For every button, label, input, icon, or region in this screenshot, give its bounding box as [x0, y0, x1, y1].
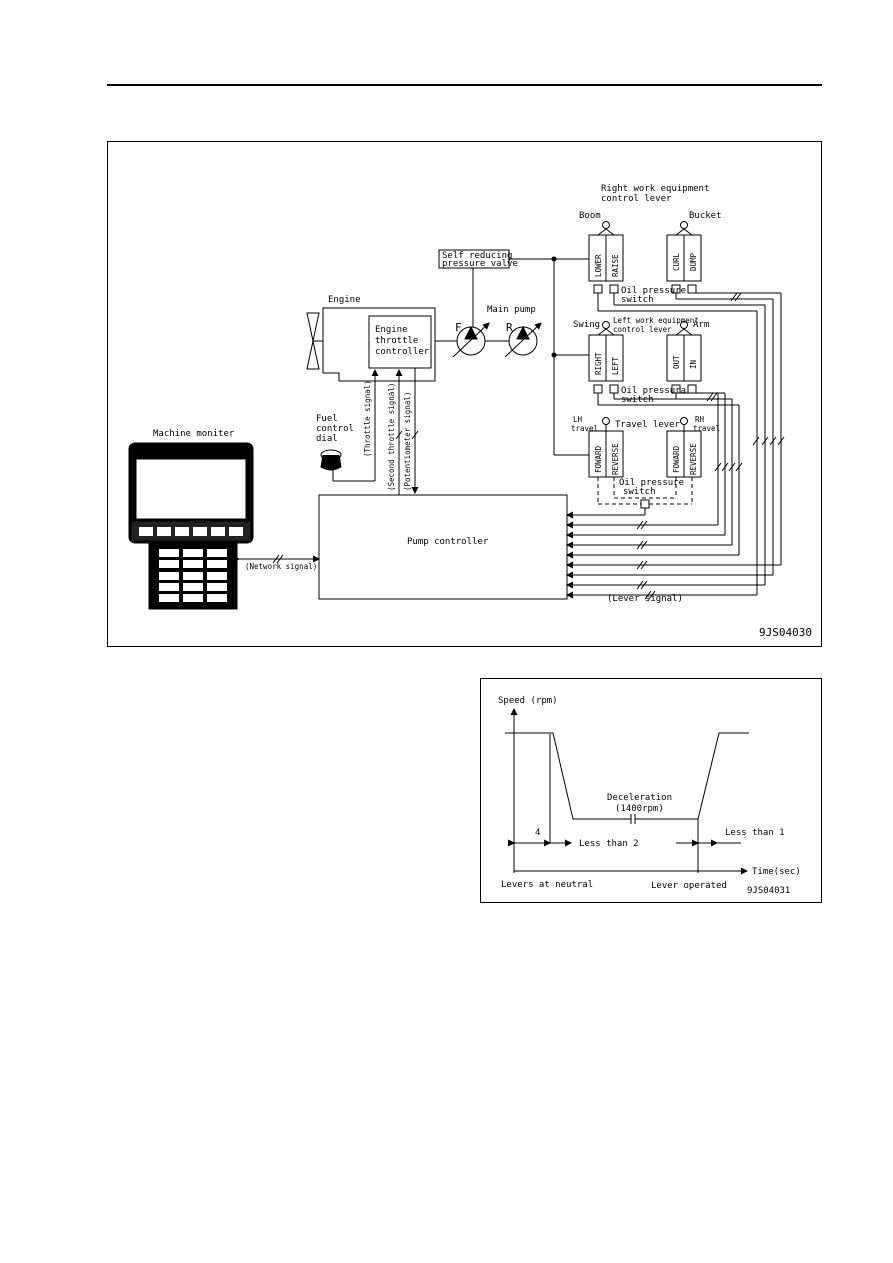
valve-rh-forward: FOWARD: [672, 445, 681, 473]
engine-ctrl-label-2: throttle: [375, 336, 418, 346]
system-diagram-frame: Right work equipment control lever Boom …: [107, 141, 822, 647]
fuel-dial-label-3: dial: [316, 434, 338, 444]
second-throttle-signal-label: (Second throttle signal): [387, 383, 396, 491]
deceleration-label-1: Deceleration: [607, 793, 672, 803]
travel-lever-label: Travel lever: [615, 420, 681, 430]
engine-label: Engine: [328, 295, 361, 305]
machine-monitor-label: Machine moniter: [153, 429, 235, 439]
valve-rh-reverse: REVERSE: [689, 443, 698, 475]
lever-signal-label: (Lever signal): [607, 594, 683, 604]
swing-label: Swing: [573, 320, 600, 330]
pump-f-label: F: [455, 321, 462, 334]
valve-curl: CURL: [672, 252, 681, 271]
valve-lower: LOWER: [594, 254, 603, 277]
t4-label: 4: [535, 828, 540, 838]
rh-travel-label-1: RH: [695, 415, 705, 424]
bucket-label: Bucket: [689, 211, 722, 221]
pump-controller-box: [318, 494, 568, 600]
fuel-control-dial: [320, 449, 342, 471]
right-lever-label-2: control lever: [601, 194, 672, 204]
valve-dump: DUMP: [689, 252, 698, 271]
valve-lh-reverse: REVERSE: [611, 443, 620, 475]
engine-outline: [322, 307, 436, 382]
left-lever-label-1: Left work equipment: [613, 316, 699, 325]
valve-raise: RAISE: [611, 254, 620, 277]
oil-switch-2-line2: switch: [621, 395, 654, 405]
lever-operated-label: Lever operated: [651, 881, 727, 891]
less-than-1-label: Less than 1: [725, 828, 785, 838]
levers-neutral-label: Levers at neutral: [501, 880, 593, 890]
graph-x-label: Time(sec): [752, 867, 801, 877]
lh-travel-label-1: LH: [573, 415, 583, 424]
speed-graph: Speed (rpm) Time(sec) Deceleration (1400…: [498, 696, 801, 896]
main-pump-label: Main pump: [487, 305, 536, 315]
pump-r-label: R: [506, 321, 513, 334]
arm-label: Arm: [693, 320, 709, 330]
graph-figure-id: 9JS04031: [747, 886, 790, 896]
rh-travel-label-2: travel: [693, 424, 720, 433]
oil-switch-1-line1: Oil pressure: [621, 286, 686, 296]
self-reducing-label-1: Self reducing: [442, 251, 512, 261]
self-reducing-label-2: pressure valve: [442, 259, 518, 269]
valve-lh-forward: FOWARD: [594, 445, 603, 473]
oil-switch-3-line2: switch: [623, 487, 656, 497]
speed-graph-frame: Speed (rpm) Time(sec) Deceleration (1400…: [480, 678, 822, 903]
valve-out: OUT: [672, 355, 681, 369]
less-than-2-label: Less than 2: [579, 839, 639, 849]
system-diagram: Right work equipment control lever Boom …: [128, 184, 812, 639]
lh-travel-label-2: travel: [571, 424, 598, 433]
diagram-figure-id: 9JS04030: [759, 626, 812, 639]
throttle-signal-label: (Throttle signal): [363, 380, 372, 457]
boom-label: Boom: [579, 211, 601, 221]
right-lever-label-1: Right work equipment: [601, 184, 709, 194]
fuel-dial-label-2: control: [316, 424, 354, 434]
engine-throttle-controller-box: [368, 315, 432, 369]
oil-switch-1-line2: switch: [621, 295, 654, 305]
engine-ctrl-label-3: controller: [375, 347, 430, 357]
header-rule: [107, 84, 822, 86]
machine-monitor: [128, 442, 254, 610]
graph-y-label: Speed (rpm): [498, 696, 558, 706]
valve-in: IN: [689, 360, 698, 369]
valve-right: RIGHT: [594, 352, 603, 375]
deceleration-label-2: (1400rpm): [615, 804, 664, 814]
fuel-dial-label-1: Fuel: [316, 414, 338, 424]
potentiometer-signal-label: (Potentiometer signal): [403, 392, 412, 491]
network-signal-label: (Network signal): [245, 562, 317, 571]
valve-left: LEFT: [611, 356, 620, 375]
pump-controller-label: Pump controller: [407, 537, 489, 547]
engine-ctrl-label-1: Engine: [375, 325, 408, 335]
oil-switch-2-line1: Oil pressura: [621, 386, 686, 396]
left-lever-label-2: control lever: [613, 325, 672, 334]
oil-switch-3-line1: Oil pressure: [619, 478, 684, 488]
